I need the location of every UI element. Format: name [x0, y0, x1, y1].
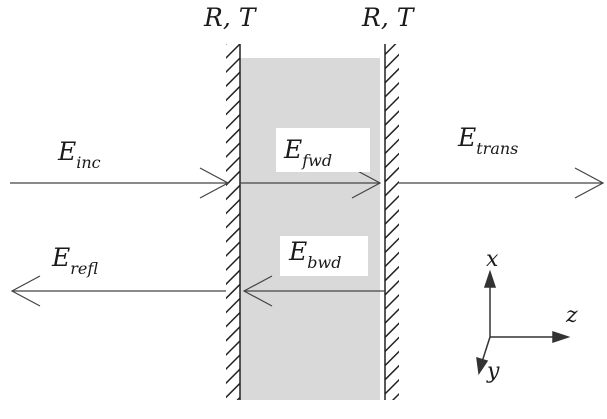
transmitted-beam [399, 167, 605, 199]
transmitted-field-label: Etrans [457, 123, 518, 158]
cavity-region [240, 58, 380, 400]
left-mirror [226, 44, 241, 400]
left-mirror-label: R, T [203, 3, 258, 32]
incident-field-label: Einc [57, 137, 101, 172]
reflected-field-label: Erefl [51, 243, 98, 278]
x-axis-label: x [486, 247, 499, 272]
right-mirror-label: R, T [361, 3, 416, 32]
y-axis-arrowhead [476, 356, 489, 376]
backward-field-label: Ebwd [288, 237, 341, 272]
right-mirror [384, 44, 399, 400]
x-axis-arrowhead [483, 269, 497, 288]
reflected-beam [10, 275, 226, 307]
forward-field-label: Efwd [283, 135, 332, 170]
fwd-label-box [276, 128, 370, 172]
backward-beam [242, 275, 385, 307]
coordinate-axes [476, 269, 571, 376]
forward-beam [240, 167, 382, 199]
bwd-label-box [280, 236, 368, 276]
y-axis-label: y [486, 359, 500, 384]
incident-beam [10, 167, 230, 199]
z-axis-arrowhead [552, 330, 571, 344]
z-axis-label: z [565, 303, 578, 328]
